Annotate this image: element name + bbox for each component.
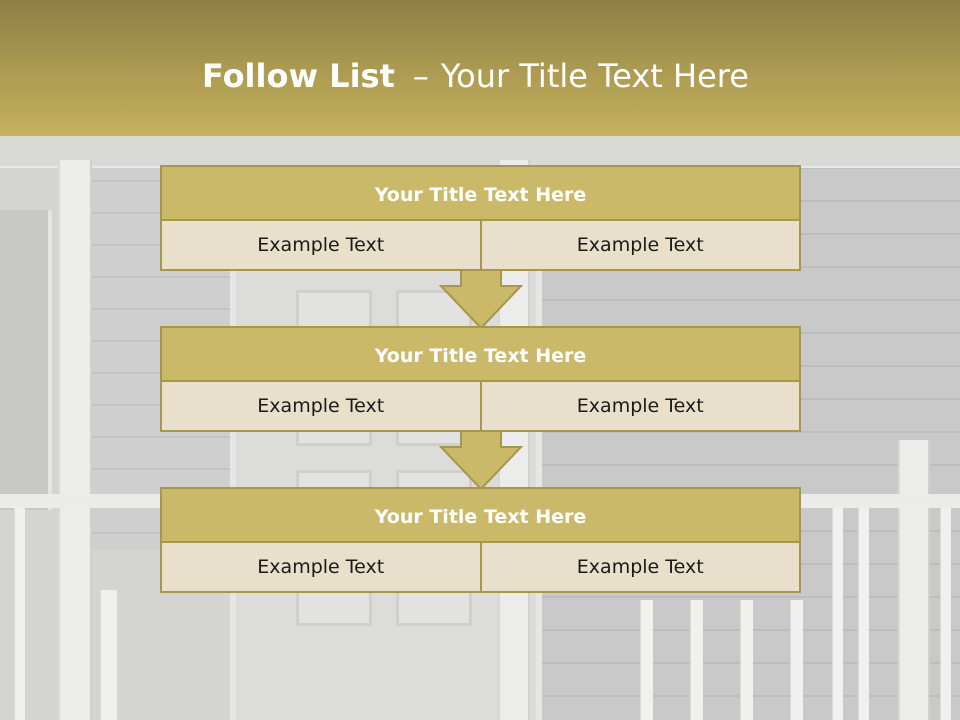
- flow-block-1: Your Title Text Here Example Text Exampl…: [160, 165, 801, 271]
- block-title: Your Title Text Here: [160, 326, 801, 382]
- slide-title: Follow List–Your Title Text Here: [202, 54, 749, 98]
- fence-picket: [100, 590, 117, 720]
- title-bold-part: Follow List: [202, 57, 395, 95]
- fence-picket: [740, 600, 753, 720]
- title-rest: Your Title Text Here: [440, 57, 749, 95]
- title-bar: Follow List–Your Title Text Here: [0, 0, 960, 136]
- fence-picket: [790, 600, 803, 720]
- block-cell-right: Example Text: [479, 543, 801, 593]
- porch-rail: [800, 494, 960, 508]
- porch-baluster: [858, 508, 869, 720]
- block-title: Your Title Text Here: [160, 487, 801, 543]
- flow-block-2: Your Title Text Here Example Text Exampl…: [160, 326, 801, 432]
- fence-picket: [640, 600, 653, 720]
- block-cell-left: Example Text: [160, 382, 480, 432]
- block-cell-left: Example Text: [160, 543, 480, 593]
- block-row: Example Text Example Text: [160, 543, 801, 593]
- porch-roof: [0, 136, 960, 168]
- porch-post: [58, 160, 92, 720]
- porch-rail: [0, 494, 160, 508]
- block-cell-right: Example Text: [479, 382, 801, 432]
- block-cell-left: Example Text: [160, 221, 480, 271]
- porch-baluster: [940, 508, 951, 720]
- fence-picket: [690, 600, 703, 720]
- down-arrow-icon: [439, 270, 523, 330]
- porch-post: [898, 440, 930, 720]
- flow-block-3: Your Title Text Here Example Text Exampl…: [160, 487, 801, 593]
- title-dash: –: [412, 57, 429, 95]
- porch-window: [0, 210, 52, 510]
- down-arrow-icon: [439, 431, 523, 491]
- block-title: Your Title Text Here: [160, 165, 801, 221]
- block-row: Example Text Example Text: [160, 221, 801, 271]
- porch-baluster: [14, 508, 25, 720]
- porch-baluster: [832, 508, 843, 720]
- block-cell-right: Example Text: [479, 221, 801, 271]
- block-row: Example Text Example Text: [160, 382, 801, 432]
